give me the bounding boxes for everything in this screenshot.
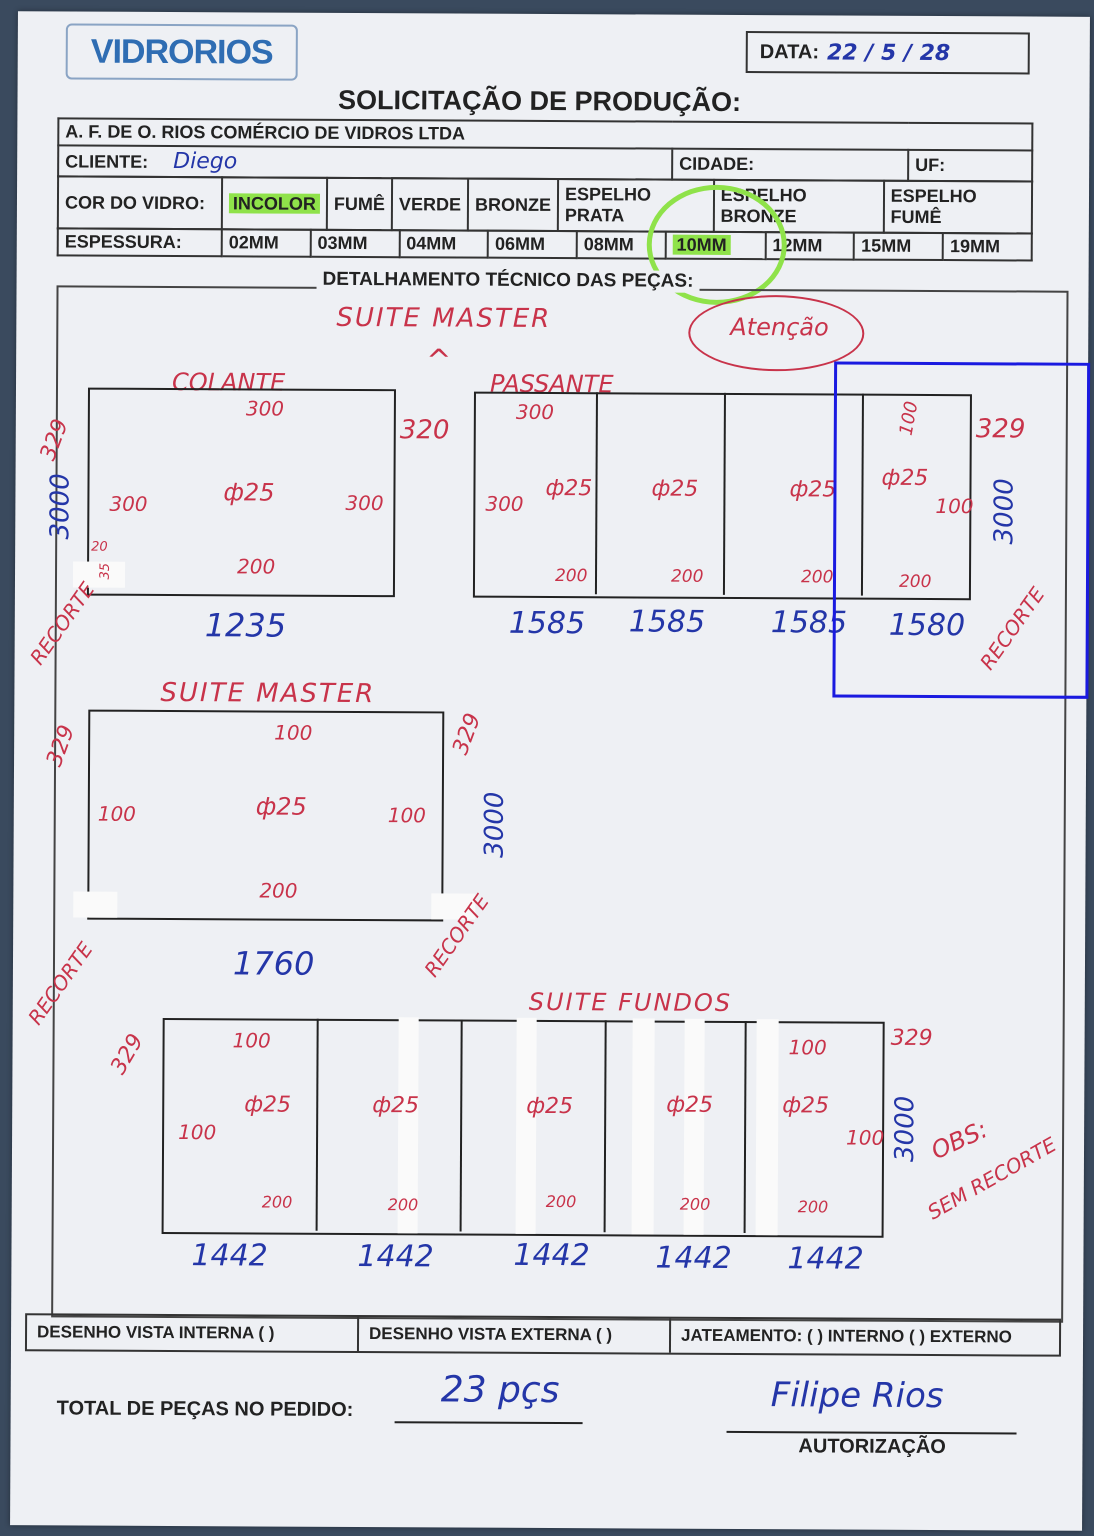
mark-300: 300 [245,396,285,421]
uf-cell[interactable]: UF: [908,149,1033,182]
vista-externa-option[interactable]: DESENHO VISTA EXTERNA ( ) [358,1317,672,1353]
date-label: DATA: [759,40,820,63]
dim-1442d: 1442 [655,1240,732,1276]
dim-1585a: 1585 [508,605,586,642]
mark-d25-f3: ф25 [526,1093,574,1120]
mark-300c: 300 [345,490,384,516]
mark-200-f5: 200 [797,1197,829,1217]
thickness-label: ESPESSURA: [57,228,222,257]
order-sheet: VIDRORIOS DATA: 22 / 5 / 28 SOLICITAÇÃO … [10,11,1091,1531]
signature: Filipe Rios [770,1375,944,1417]
vista-interna-option[interactable]: DESENHO VISTA INTERNA ( ) [26,1315,360,1352]
mark-300d: 300 [515,399,555,425]
mark-d25-f1: ф25 [244,1092,292,1118]
city-label: CIDADE: [679,153,755,175]
mark-d25: ф25 [223,478,275,507]
mark-320: 320 [399,415,450,446]
mark-d25-f5: ф25 [782,1093,830,1119]
mark-300e: 300 [485,491,524,516]
caret-mark: ^ [426,343,452,379]
mark-d25-p2: ф25 [651,476,699,502]
thickness-15[interactable]: 15MM [854,232,944,261]
mark-100g: 100 [788,1035,827,1060]
mark-d25-p3: ф25 [789,477,837,503]
total-underline [394,1421,583,1425]
mark-200-p3: 200 [800,567,834,588]
section-suite-fundos: SUITE FUNDOS [528,987,733,1017]
thickness-03[interactable]: 03MM [310,229,400,258]
mark-200-f2: 200 [387,1195,419,1215]
mark-329f: 329 [890,1025,933,1052]
dim-1235: 1235 [204,606,287,645]
highlight-box [832,361,1091,699]
client-label: CLIENTE: [65,151,149,172]
mark-100h: 100 [178,1120,217,1145]
dim-1442e: 1442 [787,1241,864,1277]
mark-d25-f4: ф25 [666,1092,714,1118]
jateamento-option[interactable]: JATEAMENTO: ( ) INTERNO ( ) EXTERNO [680,1325,1012,1347]
thickness-19[interactable]: 19MM [942,233,1032,261]
page-title: SOLICITAÇÃO DE PRODUÇÃO: [337,84,742,117]
mark-200-sm: 200 [259,878,298,903]
section-suite-master-1: SUITE MASTER [336,302,552,335]
section-suite-master-2: SUITE MASTER [160,677,376,710]
color-label: COR DO VIDRO: [57,176,223,230]
tape-patch [73,891,118,918]
thickness-table: ESPESSURA: 02MM 03MM 04MM 06MM 08MM 10MM… [57,227,1033,261]
mark-100i: 100 [846,1125,885,1150]
total-label: TOTAL DE PEÇAS NO PEDIDO: [56,1397,354,1421]
mark-d25-sm: ф25 [255,792,307,821]
detail-section-title: DETALHAMENTO TÉCNICO DAS PEÇAS: [316,268,700,293]
mark-20: 20 [91,539,108,555]
authorization-label: AUTORIZAÇÃO [798,1435,946,1459]
dim-1442c: 1442 [513,1237,590,1274]
client-table: A. F. DE O. RIOS COMÉRCIO DE VIDROS LTDA… [57,117,1033,182]
attention-note: Atenção [730,312,829,342]
mark-d25-p1: ф25 [545,475,593,502]
color-espelho-fume[interactable]: ESPELHO FUMÊ [883,180,1033,234]
tape-strip [631,1018,655,1235]
total-value[interactable]: 23 pçs [440,1369,560,1412]
mark-100d: 100 [97,801,137,826]
color-verde[interactable]: VERDE [391,178,469,231]
mark-200-p2: 200 [670,566,704,587]
footer-options: DESENHO VISTA INTERNA ( ) DESENHO VISTA … [24,1313,1062,1357]
color-incolor[interactable]: INCOLOR [221,177,328,230]
dim-1585b: 1585 [628,604,706,640]
city-cell[interactable]: CIDADE: [672,148,909,181]
dim-1442b: 1442 [357,1238,434,1275]
mark-35: 35 [97,562,113,580]
uf-label: UF: [915,154,946,176]
mark-200-p1: 200 [554,566,588,587]
client-value[interactable]: Diego [173,149,238,175]
thickness-04[interactable]: 04MM [399,230,489,258]
mark-200: 200 [237,554,276,579]
mark-200-f3: 200 [545,1191,577,1212]
mark-100e: 100 [387,803,427,828]
dim-height-3000d: 3000 [890,1095,921,1163]
client-cell[interactable]: CLIENTE: Diego [58,145,673,180]
dim-1442a: 1442 [191,1238,268,1274]
date-value[interactable]: 22 / 5 / 28 [826,39,951,66]
color-fume[interactable]: FUMÊ [326,177,393,231]
color-bronze[interactable]: BRONZE [467,178,559,232]
mark-200-f1: 200 [261,1192,293,1212]
tape-strip [755,1019,779,1236]
date-box: DATA: 22 / 5 / 28 [745,31,1030,75]
mark-100f: 100 [232,1028,271,1053]
mark-100c: 100 [274,720,313,745]
dim-1760: 1760 [232,944,315,983]
dim-height-3000c: 3000 [479,791,510,858]
thickness-06[interactable]: 06MM [487,230,577,259]
mark-d25-f2: ф25 [372,1093,420,1119]
tape-strip [515,1017,537,1234]
dim-height-3000: 3000 [45,473,76,540]
mark-300b: 300 [109,491,148,516]
color-incolor-label: INCOLOR [228,192,321,214]
thickness-02[interactable]: 02MM [221,229,311,257]
signature-line [726,1430,1017,1435]
vidrorios-logo: VIDRORIOS [65,23,298,81]
mark-200-f4: 200 [679,1194,711,1214]
glass-table: COR DO VIDRO: INCOLOR FUMÊ VERDE BRONZE … [57,175,1033,234]
